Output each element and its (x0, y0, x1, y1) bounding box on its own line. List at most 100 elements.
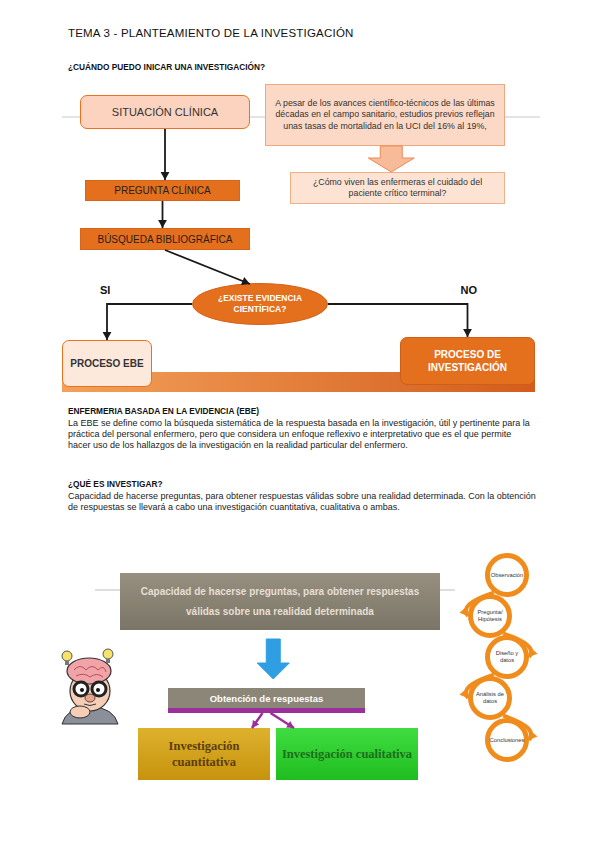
light-bulb (103, 649, 113, 659)
connector-line (164, 129, 166, 180)
node-text: Obtención de respuestas (210, 693, 324, 704)
block-arrow (257, 639, 289, 679)
cycle-step: Diseño y datos (485, 635, 529, 679)
process-box: PREGUNTA CLÍNICA (85, 180, 240, 201)
node-text: Observación (491, 572, 524, 579)
node-text: A pesar de los avances científico-técnic… (270, 98, 500, 133)
process-box: SITUACIÓN CLÍNICA (80, 95, 250, 129)
result-box: PROCESO DE INVESTIGACIÓN (400, 337, 535, 385)
connector-line (107, 304, 192, 340)
connector-line (328, 304, 468, 337)
glasses-lens (74, 682, 88, 696)
edge-label: SI (100, 284, 110, 296)
node-text: Capacidad de hacerse preguntas, para obt… (128, 582, 432, 622)
connector (503, 716, 537, 740)
cycle-step: Observación (485, 553, 529, 597)
context-box: A pesar de los avances científico-técnic… (265, 84, 505, 146)
node-text: SITUACIÓN CLÍNICA (112, 106, 218, 118)
connector-line (252, 713, 263, 728)
connector (368, 146, 414, 172)
node-text: Pregunta/ Hipótesis (472, 609, 508, 623)
cycle-step: Pregunta/ Hipótesis (468, 594, 512, 638)
thinker-hand (70, 706, 90, 718)
section-heading: ENFERMERIA BASADA EN LA EVIDENCIA (EBE) (68, 406, 528, 416)
connector (158, 201, 167, 228)
thinker-mouth (84, 704, 96, 706)
cycle-arrow (503, 634, 531, 657)
light-bulb (62, 651, 72, 661)
page-title: TEMA 3 - PLANTEAMIENTO DE LA INVESTIGACI… (68, 27, 354, 39)
connector (103, 304, 192, 340)
arrow-head (241, 277, 250, 285)
node-text: ¿Cómo viven las enfermeras el cuidado de… (297, 177, 498, 200)
thinker-brain (67, 658, 111, 684)
section-heading: ¿CUÁNDO PUEDO INICAR UNA INVESTIGACIÓN? (68, 62, 528, 72)
definition-box: Capacidad de hacerse preguntas, para obt… (120, 573, 440, 630)
cycle-arrow (466, 593, 494, 616)
arrow-head (459, 689, 468, 698)
cycle-step-shape (488, 721, 527, 760)
cycle-arrow (503, 716, 531, 740)
light-bulb-base (65, 661, 69, 665)
node-text: BÚSQUEDA BIBLIOGRÁFICA (97, 234, 232, 245)
arrow-head (103, 332, 112, 340)
arrow-head (158, 220, 167, 228)
node-text: Diseño y datos (489, 650, 525, 664)
light-bulb-base (106, 659, 110, 663)
cycle-step-shape (488, 638, 527, 677)
cycle-step-shape (471, 597, 510, 636)
node-text: Investigación cualitativa (282, 746, 412, 762)
thinker-pupil (80, 688, 84, 692)
arrow-head (252, 720, 259, 728)
process-box: Obtención de respuestas (168, 688, 365, 713)
glasses-lens (92, 682, 106, 696)
connector (328, 304, 472, 337)
thinker-pupil (96, 688, 100, 692)
arrow-head (463, 329, 472, 337)
outcome-box: Investigación cuantitativa (138, 728, 270, 780)
body-paragraph: La EBE se define como la búsqueda sistem… (68, 418, 536, 452)
thinker-nose (85, 694, 95, 702)
node-text: PREGUNTA CLÍNICA (114, 185, 211, 196)
cycle-arrow (466, 675, 494, 698)
decision-oval: ¿EXISTE EVIDENCIA CIENTÍFICA? (192, 283, 328, 325)
cycle-step-shape (488, 556, 527, 595)
node-text: ¿EXISTE EVIDENCIA CIENTÍFICA? (208, 293, 312, 315)
arrow-head (529, 648, 538, 657)
connector (165, 250, 250, 285)
node-text: PROCESO EBE (70, 358, 143, 369)
outcome-box: Investigación cualitativa (276, 728, 418, 780)
node-text: Conclusiones (490, 737, 525, 744)
question-box: ¿Cómo viven las enfermeras el cuidado de… (290, 172, 505, 204)
connector (271, 713, 295, 728)
cycle-step: Análisis de datos (468, 676, 512, 720)
arrow-head (529, 731, 537, 740)
brain-fold (76, 674, 103, 677)
connector (459, 593, 493, 616)
arrow-head (286, 721, 294, 728)
process-box: BÚSQUEDA BIBLIOGRÁFICA (80, 228, 250, 250)
section-heading: ¿QUÉ ES INVESTIGAR? (68, 479, 528, 489)
node-text: PROCESO DE INVESTIGACIÓN (413, 348, 522, 374)
thinker-illustration (62, 649, 118, 724)
decision-oval-shape (193, 284, 328, 325)
connector-line (165, 250, 250, 284)
arrow-head (161, 172, 170, 180)
connector (252, 713, 263, 728)
cycle-step: Conclusiones (485, 718, 529, 762)
cycle-step-shape (471, 679, 510, 718)
connector (503, 634, 537, 657)
brain-fold (74, 667, 106, 673)
connector (459, 675, 493, 698)
node-text: Investigación cuantitativa (138, 738, 270, 770)
body-paragraph: Capacidad de hacerse preguntas, para obt… (68, 491, 538, 513)
edge-label: NO (461, 284, 478, 296)
connector (161, 129, 170, 180)
connector (257, 639, 289, 679)
arrow-head (459, 607, 468, 616)
node-text: Análisis de datos (472, 691, 508, 705)
connector-line (271, 713, 295, 728)
block-arrow (368, 146, 414, 172)
result-box: PROCESO EBE (62, 340, 152, 387)
